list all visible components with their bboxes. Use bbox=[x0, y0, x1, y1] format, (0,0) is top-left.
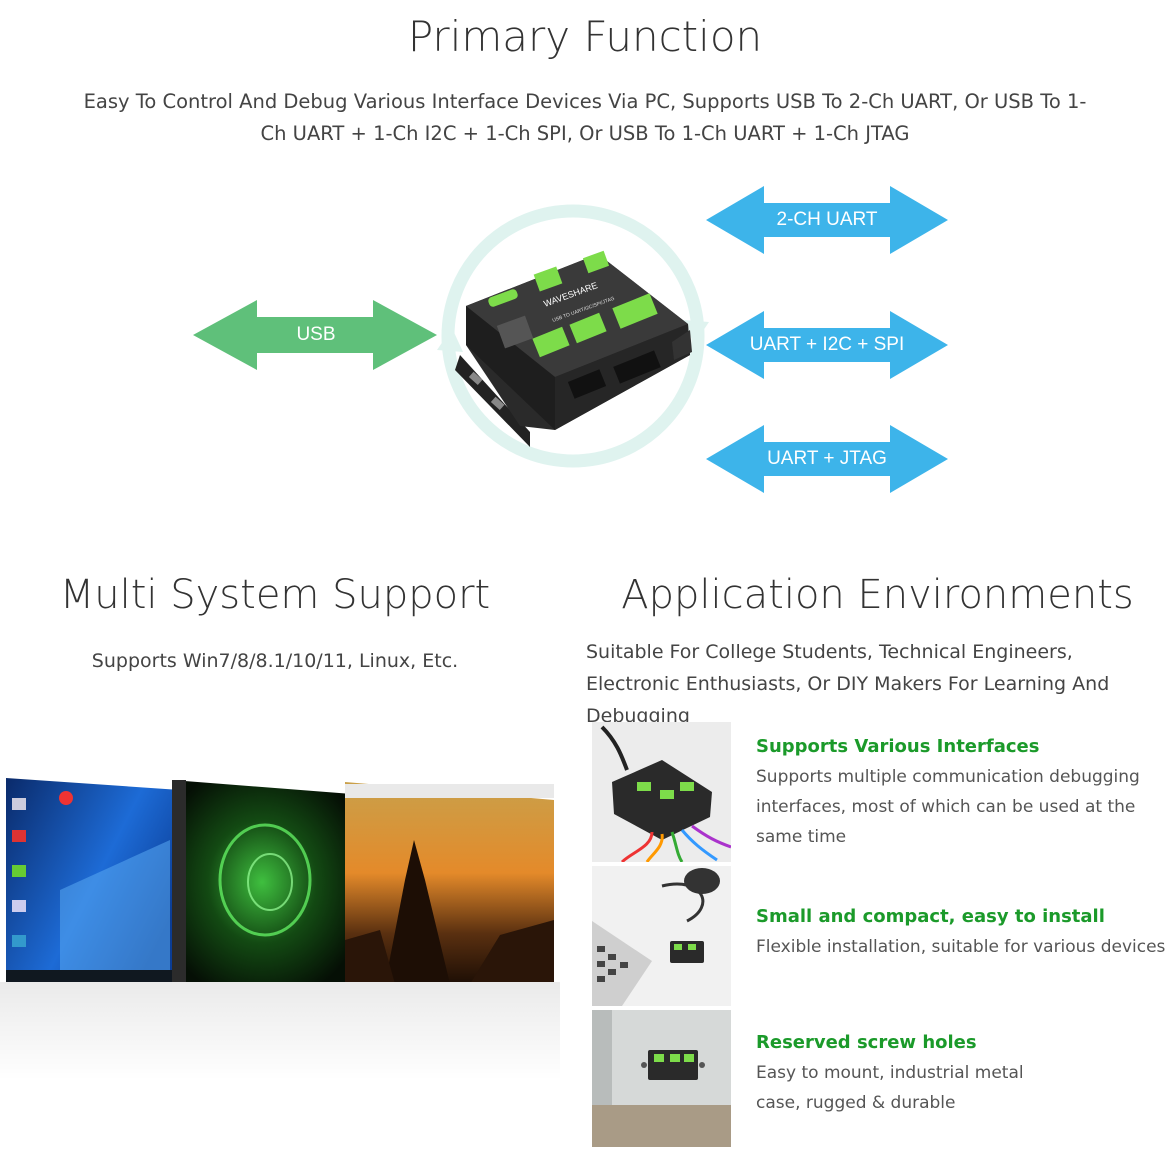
primary-function-description: Easy To Control And Debug Various Interf… bbox=[83, 90, 1087, 145]
primary-function-title: Primary Function bbox=[407, 12, 763, 61]
feature-heading-screw-holes: Reserved screw holes bbox=[756, 1032, 977, 1053]
feature-heading-compact: Small and compact, easy to install bbox=[756, 906, 1105, 927]
os-screenshots-collage bbox=[0, 770, 560, 1080]
uart-jtag-arrow bbox=[706, 425, 948, 493]
function-diagram: WAVESHARE USB TO UART/I2C/SPI/JTAG USB 2… bbox=[0, 170, 1170, 510]
feature-image-compact bbox=[592, 866, 731, 1006]
uart-i2c-spi-arrow bbox=[706, 311, 948, 379]
feature-image-interfaces bbox=[592, 722, 731, 862]
application-environments-title: Application Environments bbox=[621, 572, 1134, 618]
feature-image-screw-holes bbox=[592, 1010, 731, 1147]
usb-converter-device-icon: WAVESHARE USB TO UART/I2C/SPI/JTAG bbox=[455, 250, 692, 447]
function-diagram-graphic: WAVESHARE USB TO UART/I2C/SPI/JTAG bbox=[193, 186, 948, 493]
feature-text-interfaces: Supports multiple communication debuggin… bbox=[756, 767, 1140, 847]
uart-2ch-label: 2-CH UART bbox=[776, 209, 878, 230]
feature-text-screw-holes: Easy to mount, industrial metal case, ru… bbox=[756, 1063, 1024, 1113]
wall-mounted-device-icon bbox=[592, 1010, 731, 1147]
os-screenshots-graphic bbox=[0, 778, 560, 1080]
uart-jtag-label: UART + JTAG bbox=[767, 448, 887, 469]
uart-i2c-spi-label: UART + I2C + SPI bbox=[749, 334, 905, 355]
multi-system-description: Supports Win7/8/8.1/10/11, Linux, Etc. bbox=[91, 650, 459, 672]
feature-heading-interfaces: Supports Various Interfaces bbox=[756, 736, 1040, 757]
feature-text-compact: Flexible installation, suitable for vari… bbox=[756, 937, 1166, 957]
linux-desktop bbox=[172, 780, 352, 984]
cycle-ring bbox=[437, 204, 709, 468]
multi-system-title: Multi System Support bbox=[59, 572, 491, 618]
device-with-cables-icon bbox=[600, 725, 731, 862]
application-environments-description: Suitable For College Students, Technical… bbox=[586, 641, 1110, 727]
laptop-and-device-icon bbox=[592, 868, 720, 1006]
usb-arrow bbox=[193, 300, 437, 370]
uart-2ch-arrow bbox=[706, 186, 948, 254]
usb-label: USB bbox=[296, 324, 336, 345]
